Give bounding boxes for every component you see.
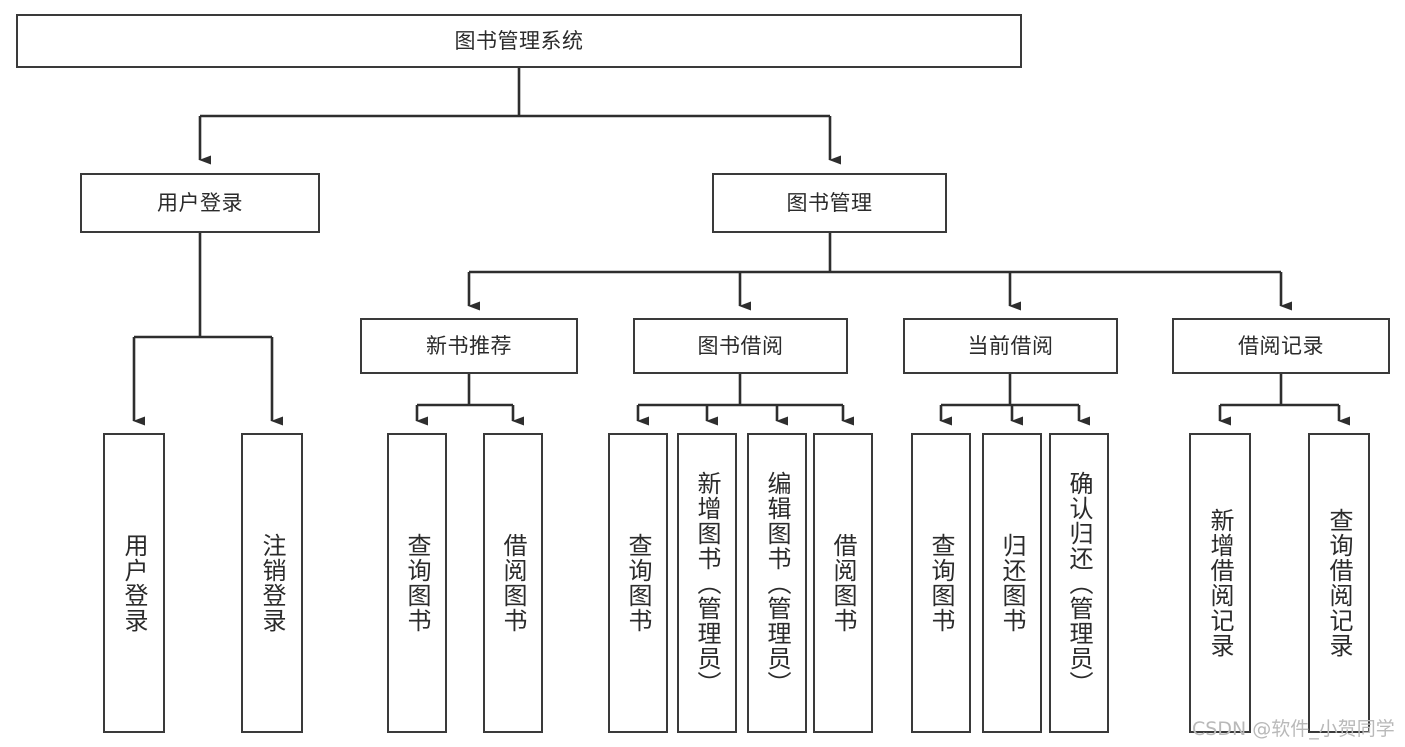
- node-level3-new-book-recommend[interactable]: 新书推荐: [360, 318, 578, 374]
- watermark-text: CSDN @软件_小贺同学: [1192, 718, 1395, 740]
- node-label: 图书管理: [786, 190, 873, 215]
- node-leaf-logout[interactable]: 注销登录: [241, 433, 303, 733]
- node-label: 新书推荐: [426, 333, 512, 358]
- node-label: 借阅图书: [499, 533, 527, 633]
- node-label: 用户登录: [157, 190, 243, 215]
- node-label: 查询借阅记录: [1325, 508, 1353, 658]
- node-level2-book-management[interactable]: 图书管理: [712, 173, 947, 233]
- node-label: 借阅图书: [829, 533, 857, 633]
- node-label: 新增借阅记录: [1206, 508, 1234, 658]
- node-root-label: 图书管理系统: [454, 28, 584, 53]
- node-leaf-query-book-recommend[interactable]: 查询图书: [387, 433, 447, 733]
- node-label: 借阅记录: [1238, 333, 1324, 358]
- node-level3-book-borrow[interactable]: 图书借阅: [633, 318, 848, 374]
- node-leaf-query-book-current[interactable]: 查询图书: [911, 433, 971, 733]
- node-label: 用户登录: [120, 533, 148, 633]
- node-label: 确认归还（管理员）: [1065, 470, 1093, 696]
- node-level2-user-login[interactable]: 用户登录: [80, 173, 320, 233]
- node-leaf-borrow-book[interactable]: 借阅图书: [813, 433, 873, 733]
- node-root[interactable]: 图书管理系统: [16, 14, 1022, 68]
- node-level3-current-borrow[interactable]: 当前借阅: [903, 318, 1118, 374]
- node-leaf-confirm-return-admin[interactable]: 确认归还（管理员）: [1049, 433, 1109, 733]
- node-level3-borrow-record[interactable]: 借阅记录: [1172, 318, 1390, 374]
- node-leaf-user-login[interactable]: 用户登录: [103, 433, 165, 733]
- node-label: 图书借阅: [697, 333, 784, 358]
- node-leaf-add-borrow-record[interactable]: 新增借阅记录: [1189, 433, 1251, 733]
- node-leaf-query-book-borrow[interactable]: 查询图书: [608, 433, 668, 733]
- node-label: 注销登录: [258, 533, 286, 633]
- node-label: 新增图书（管理员）: [693, 470, 721, 696]
- node-label: 查询图书: [624, 533, 652, 633]
- node-leaf-add-book-admin[interactable]: 新增图书（管理员）: [677, 433, 737, 733]
- node-label: 归还图书: [998, 533, 1026, 633]
- node-leaf-return-book[interactable]: 归还图书: [982, 433, 1042, 733]
- node-label: 当前借阅: [967, 333, 1054, 358]
- node-label: 查询图书: [927, 533, 955, 633]
- node-leaf-edit-book-admin[interactable]: 编辑图书（管理员）: [747, 433, 807, 733]
- node-label: 查询图书: [403, 533, 431, 633]
- node-label: 编辑图书（管理员）: [763, 470, 791, 696]
- node-leaf-query-borrow-record[interactable]: 查询借阅记录: [1308, 433, 1370, 733]
- node-leaf-borrow-book-recommend[interactable]: 借阅图书: [483, 433, 543, 733]
